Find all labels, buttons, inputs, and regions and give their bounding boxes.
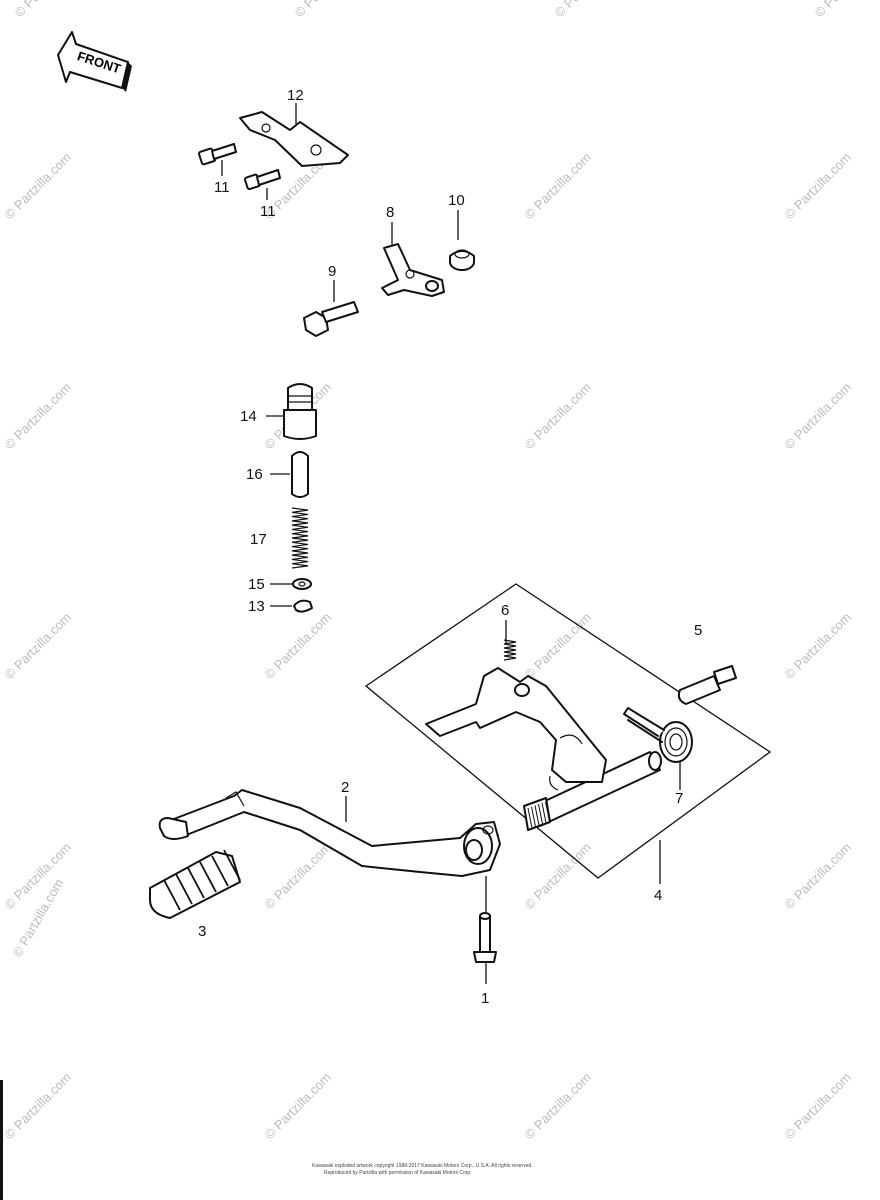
watermark-text: © Partzilla.com: [812, 0, 880, 20]
part-13-circlip: [270, 599, 313, 613]
footer-copyright-line-2: Reproduced by Partzilla with permission …: [324, 1170, 472, 1176]
watermark-text: © Partzilla.com: [782, 840, 855, 913]
callout-15: 15: [248, 576, 265, 593]
part-11-bolt-a: [198, 143, 237, 176]
callout-17: 17: [250, 531, 267, 548]
callout-14: 14: [240, 408, 257, 425]
callout-4: 4: [654, 887, 662, 904]
footer-copyright-line-1: Kawasaki exploded artwork copyright 1988…: [312, 1163, 533, 1169]
callout-9: 9: [328, 263, 336, 280]
part-7-torsion-spring: [623, 707, 693, 790]
watermark-text: © Partzilla.com: [2, 380, 75, 453]
part-14-plug: [266, 383, 317, 440]
watermark-text: © Partzilla.com: [262, 1070, 335, 1143]
callout-2: 2: [341, 779, 349, 796]
part-16-pin: [270, 451, 309, 498]
watermark-text: © Partzilla.com: [782, 1070, 855, 1143]
part-15-washer: [270, 578, 312, 590]
callout-11b: 11: [260, 203, 276, 220]
watermark-text: © Partzilla.com: [522, 840, 595, 913]
part-11-bolt-b: [243, 169, 281, 200]
part-12-bracket: [239, 103, 349, 167]
watermark-text: © Partzilla.com: [782, 380, 855, 453]
part-5-stud: [677, 665, 737, 705]
watermark-text: © Partzilla.com: [782, 150, 855, 223]
watermark-text: © Partzilla.com: [522, 610, 595, 683]
callout-1: 1: [481, 990, 489, 1007]
watermark-layer: © Partzilla.com © Partzilla.com © Partzill…: [2, 0, 880, 1142]
callout-6: 6: [501, 602, 509, 619]
part-10-bushing: [449, 210, 475, 271]
watermark-text: © Partzilla.com: [262, 840, 335, 913]
callout-12: 12: [287, 87, 304, 104]
callout-16: 16: [246, 466, 263, 483]
part-9-bolt: [303, 280, 359, 337]
left-edge-bar: [0, 1080, 3, 1200]
watermark-text: © Partzilla.com: [292, 0, 365, 20]
watermark-text: © Partzilla.com: [2, 150, 75, 223]
watermark-text: © Partzilla.com: [12, 0, 85, 20]
part-2-lever: [158, 789, 501, 877]
part-1-bolt: [473, 876, 497, 984]
watermark-text: © Partzilla.com: [522, 380, 595, 453]
callout-5: 5: [694, 622, 702, 639]
watermark-text: © Partzilla.com: [522, 1070, 595, 1143]
callout-7: 7: [675, 790, 683, 807]
watermark-text: © Partzilla.com: [2, 610, 75, 683]
part-3-rubber: [149, 849, 241, 919]
watermark-text: © Partzilla.com: [552, 0, 625, 20]
watermark-text: © Partzilla.com: [262, 610, 335, 683]
watermark-text: © Partzilla.com: [782, 610, 855, 683]
part-4-assembly: [364, 583, 772, 884]
callout-13: 13: [248, 598, 265, 615]
front-arrow-icon: FRONT: [57, 31, 132, 92]
callout-3: 3: [198, 923, 206, 940]
watermark-text: © Partzilla.com: [2, 1070, 75, 1143]
callout-10: 10: [448, 192, 465, 209]
part-8-plate: [381, 222, 445, 297]
part-17-spring: [291, 507, 309, 569]
callout-11a: 11: [214, 179, 230, 196]
part-6-spring: [503, 620, 517, 661]
watermark-text: © Partzilla.com: [522, 150, 595, 223]
callout-8: 8: [386, 204, 394, 221]
